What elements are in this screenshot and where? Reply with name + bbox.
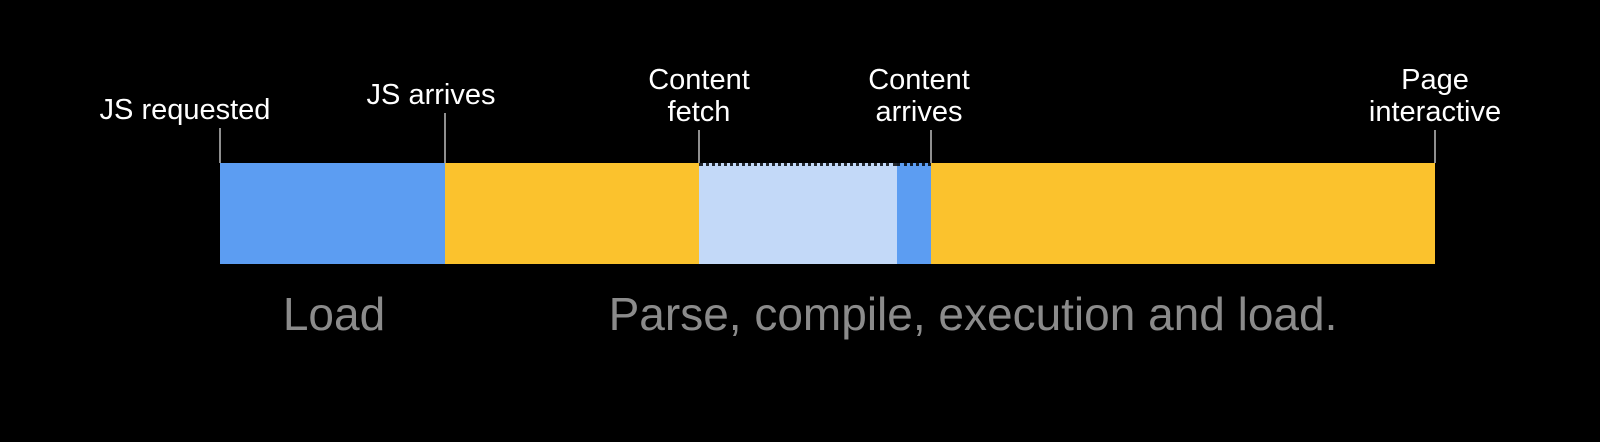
segment-parse-compile-left xyxy=(445,163,699,264)
segment-parse-compile-right xyxy=(930,163,1435,264)
marker-tick xyxy=(698,130,700,163)
phase-caption-parse-compile: Parse, compile, execution and load. xyxy=(608,288,1338,340)
marker-tick xyxy=(1434,130,1436,163)
segment-content-arrives xyxy=(896,163,931,264)
marker-label: JS arrives xyxy=(366,79,496,111)
marker-label: Content arrives xyxy=(868,64,970,128)
marker-tick xyxy=(444,113,446,163)
phase-caption-load: Load xyxy=(282,288,386,340)
segment-content-fetch xyxy=(698,163,897,264)
timeline-markers-layer: JS requested JS arrives Content fetch Conte… xyxy=(100,0,1501,163)
marker-label: Page interactive xyxy=(1368,64,1502,128)
marker-label: Content fetch xyxy=(648,64,750,128)
marker-tick xyxy=(930,130,932,163)
marker-label: JS requested xyxy=(99,94,271,126)
timeline-bar xyxy=(220,163,1435,264)
segment-js-download xyxy=(220,163,445,264)
marker-tick xyxy=(219,128,221,163)
